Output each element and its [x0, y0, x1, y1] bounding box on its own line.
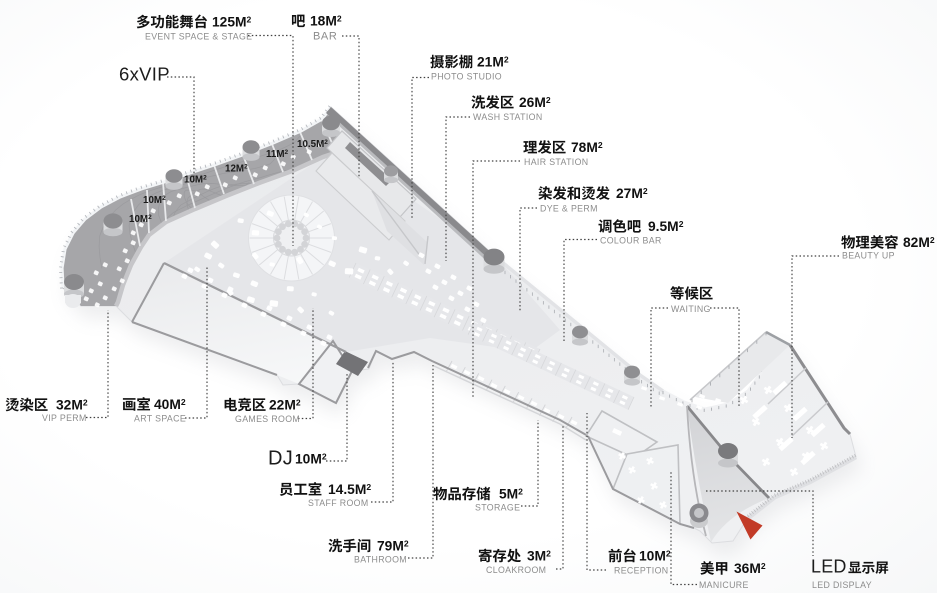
svg-text:10.5M2: 10.5M2 — [297, 139, 328, 150]
svg-text:EVENT SPACE & STAGE: EVENT SPACE & STAGE — [145, 32, 252, 42]
svg-text:10M2: 10M2 — [129, 214, 152, 225]
svg-text:BAR: BAR — [313, 31, 337, 43]
svg-text:82M2: 82M2 — [903, 235, 935, 250]
svg-text:40M2: 40M2 — [154, 397, 186, 412]
svg-text:27M2: 27M2 — [616, 186, 648, 201]
svg-text:79M2: 79M2 — [377, 538, 409, 553]
svg-text:10M2: 10M2 — [184, 175, 207, 186]
svg-text:32M2: 32M2 — [56, 397, 88, 412]
svg-text:14.5M2: 14.5M2 — [328, 482, 371, 497]
svg-text:LED: LED — [811, 557, 847, 577]
svg-text:WASH STATION: WASH STATION — [473, 112, 543, 122]
svg-text:COLOUR BAR: COLOUR BAR — [600, 236, 662, 246]
svg-text:DJ: DJ — [268, 448, 293, 470]
svg-text:9.5M2: 9.5M2 — [648, 219, 684, 234]
svg-text:BATHROOM: BATHROOM — [354, 555, 407, 565]
svg-text:BEAUTY UP: BEAUTY UP — [842, 251, 895, 261]
svg-text:MANICURE: MANICURE — [699, 580, 749, 590]
svg-text:PHOTO STUDIO: PHOTO STUDIO — [431, 72, 502, 82]
svg-text:RECEPTION: RECEPTION — [614, 566, 668, 576]
svg-text:GAMES ROOM: GAMES ROOM — [235, 414, 300, 424]
svg-text:78M2: 78M2 — [571, 140, 603, 155]
svg-text:ART SPACE: ART SPACE — [134, 414, 186, 424]
svg-text:10M2: 10M2 — [639, 548, 671, 563]
svg-text:12M2: 12M2 — [225, 164, 248, 175]
svg-text:26M2: 26M2 — [519, 95, 551, 110]
svg-text:LED DISPLAY: LED DISPLAY — [812, 580, 872, 590]
svg-text:10M2: 10M2 — [295, 451, 327, 466]
svg-text:3M2: 3M2 — [527, 548, 551, 563]
svg-text:11M2: 11M2 — [266, 149, 289, 160]
svg-text:18M2: 18M2 — [310, 13, 342, 28]
svg-text:VIP PERM: VIP PERM — [42, 413, 87, 423]
svg-text:5M2: 5M2 — [499, 486, 523, 501]
svg-text:STORAGE: STORAGE — [475, 503, 520, 513]
svg-text:36M2: 36M2 — [734, 561, 766, 576]
svg-text:WAITING: WAITING — [671, 304, 711, 314]
svg-text:STAFF ROOM: STAFF ROOM — [308, 498, 369, 508]
svg-text:10M2: 10M2 — [143, 195, 166, 206]
svg-text:22M2: 22M2 — [269, 397, 301, 412]
svg-text:HAIR STATION: HAIR STATION — [524, 157, 588, 167]
svg-text:6xVIP: 6xVIP — [119, 64, 170, 85]
svg-text:125M2: 125M2 — [212, 14, 252, 29]
svg-text:DYE & PERM: DYE & PERM — [540, 204, 598, 214]
svg-text:21M2: 21M2 — [477, 54, 509, 69]
svg-text:CLOAKROOM: CLOAKROOM — [486, 565, 546, 575]
